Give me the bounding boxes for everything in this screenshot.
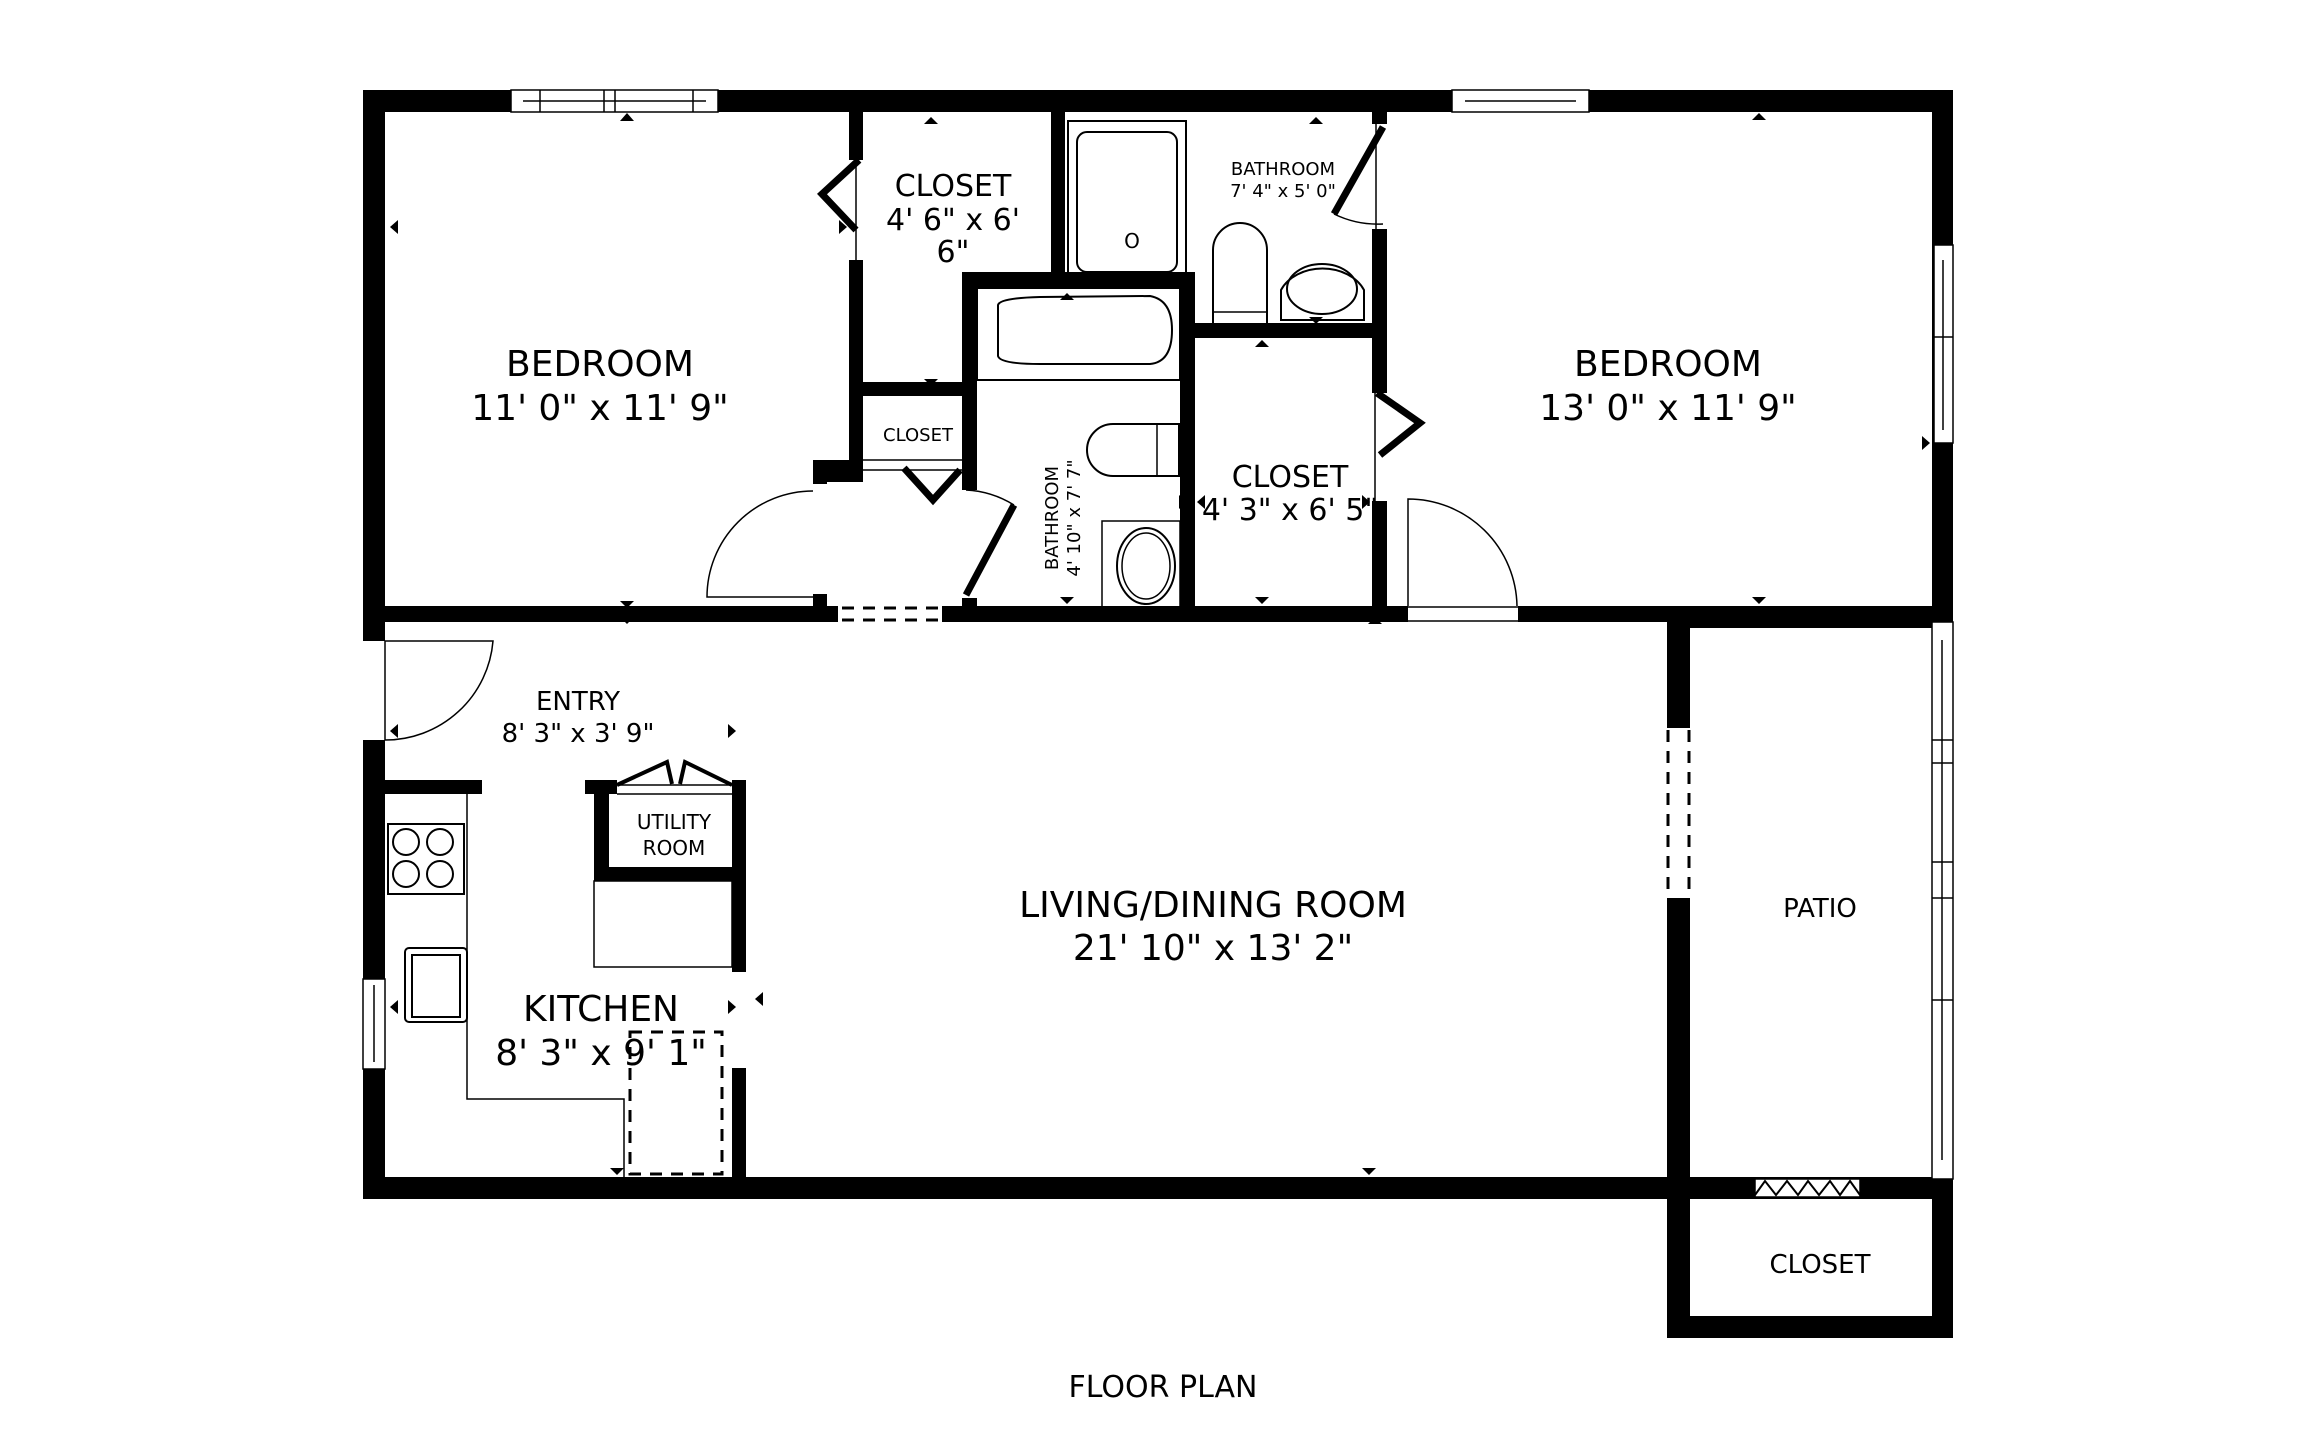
vanity-sink-icon <box>1280 267 1365 321</box>
room-name-entry: ENTRY <box>536 687 620 717</box>
room-name-bathroom-hall: BATHROOM <box>1042 466 1063 570</box>
bifold-door-icon <box>817 157 862 233</box>
room-dims-closet-top: 4' 6" x 6' <box>886 203 1020 238</box>
fixtures: O <box>387 120 1365 1177</box>
room-dims-bathroom-hall: 4' 10" x 7' 7" <box>1064 459 1085 576</box>
door-swing-icon <box>384 640 494 741</box>
dimension-arrow-icon <box>1368 617 1382 624</box>
plan-title: FLOOR PLAN <box>1069 1370 1258 1405</box>
dimension-arrow-icon <box>1255 597 1269 604</box>
bifold-door-icon <box>616 759 674 787</box>
dimension-arrow-icon <box>924 379 938 386</box>
dimension-arrow-icon <box>620 113 634 121</box>
room-name-closet-mid: CLOSET <box>1232 460 1349 495</box>
dimension-arrow-icon <box>1362 495 1370 509</box>
room-dims-kitchen: 8' 3" x 9' 1" <box>495 1033 707 1074</box>
room-dims-living: 21' 10" x 13' 2" <box>1073 928 1353 969</box>
dimension-arrow-icon <box>610 1168 624 1175</box>
svg-text:O: O <box>1124 229 1140 253</box>
dimension-arrow-icon <box>1255 340 1269 347</box>
dimension-arrow-icon <box>390 724 398 738</box>
dimension-arrow-icon <box>1752 597 1766 604</box>
room-name-bedroom-right: BEDROOM <box>1574 344 1762 385</box>
dimension-arrow-icon <box>755 992 763 1006</box>
dimension-arrow-icon <box>1060 293 1074 300</box>
room-name-bedroom-left: BEDROOM <box>506 344 694 385</box>
room-name-closet-small: CLOSET <box>883 425 954 446</box>
dimension-arrows <box>390 113 1930 1175</box>
room-name-utility-2: ROOM <box>643 836 706 860</box>
dimension-arrow-icon <box>390 220 398 234</box>
dimension-arrow-icon <box>924 117 938 124</box>
dimension-arrow-icon <box>728 1000 736 1014</box>
dimension-arrow-icon <box>1309 317 1323 324</box>
room-labels: BEDROOM 11' 0" x 11' 9" CLOSET 4' 6" x 6… <box>471 159 1870 1405</box>
room-dims-closet-top-2: 6" <box>937 235 970 270</box>
doors <box>384 125 1518 795</box>
room-name-closet-top: CLOSET <box>895 169 1012 204</box>
room-dims-entry: 8' 3" x 3' 9" <box>502 719 655 749</box>
dimension-arrow-icon <box>728 724 736 738</box>
dimension-arrow-icon <box>620 601 634 608</box>
door-swing-icon <box>962 503 1018 597</box>
dimension-arrow-icon <box>1197 495 1205 509</box>
room-name-patio: PATIO <box>1783 894 1857 924</box>
dimension-arrow-icon <box>390 1000 398 1014</box>
room-dims-bedroom-left: 11' 0" x 11' 9" <box>471 388 728 429</box>
room-dims-closet-mid: 4' 3" x 6' 5" <box>1202 493 1378 528</box>
dimension-arrow-icon <box>1309 117 1323 124</box>
door-swing-icon <box>706 490 814 598</box>
dimension-arrow-icon <box>1362 1168 1376 1175</box>
appliance-outline-icon <box>628 1030 724 1176</box>
door-swing-icon <box>1407 498 1518 607</box>
dimension-arrow-icon <box>1752 113 1766 120</box>
room-name-bathroom-main: BATHROOM <box>1231 159 1335 180</box>
sink-icon <box>404 947 468 1023</box>
dimension-arrow-icon <box>1060 597 1074 604</box>
room-dims-bathroom-main: 7' 4" x 5' 0" <box>1230 181 1336 202</box>
room-name-kitchen: KITCHEN <box>523 989 679 1030</box>
bifold-door-icon <box>1374 390 1426 458</box>
dimension-arrow-icon <box>1922 436 1930 450</box>
dimension-arrow-icon <box>1179 495 1187 509</box>
openings <box>362 89 1954 1198</box>
bathtub-icon <box>976 287 1181 381</box>
toilet-icon <box>1212 222 1268 338</box>
vanity-sink-icon <box>1101 520 1181 608</box>
room-name-utility-1: UTILITY <box>637 810 712 834</box>
door-swing-icon <box>1330 125 1387 216</box>
dimension-arrow-icon <box>1680 991 1688 1005</box>
stove-icon <box>387 823 465 895</box>
toilet-icon <box>1086 423 1180 477</box>
dimension-arrow-icon <box>620 617 634 624</box>
bifold-door-icon <box>901 465 963 506</box>
bifold-door-icon <box>1754 1178 1861 1198</box>
dimension-arrow-icon <box>839 220 847 234</box>
room-name-living: LIVING/DINING ROOM <box>1019 885 1407 926</box>
shower-icon <box>1067 120 1187 284</box>
room-name-closet-patio: CLOSET <box>1770 1250 1871 1280</box>
room-dims-bedroom-right: 13' 0" x 11' 9" <box>1539 388 1796 429</box>
